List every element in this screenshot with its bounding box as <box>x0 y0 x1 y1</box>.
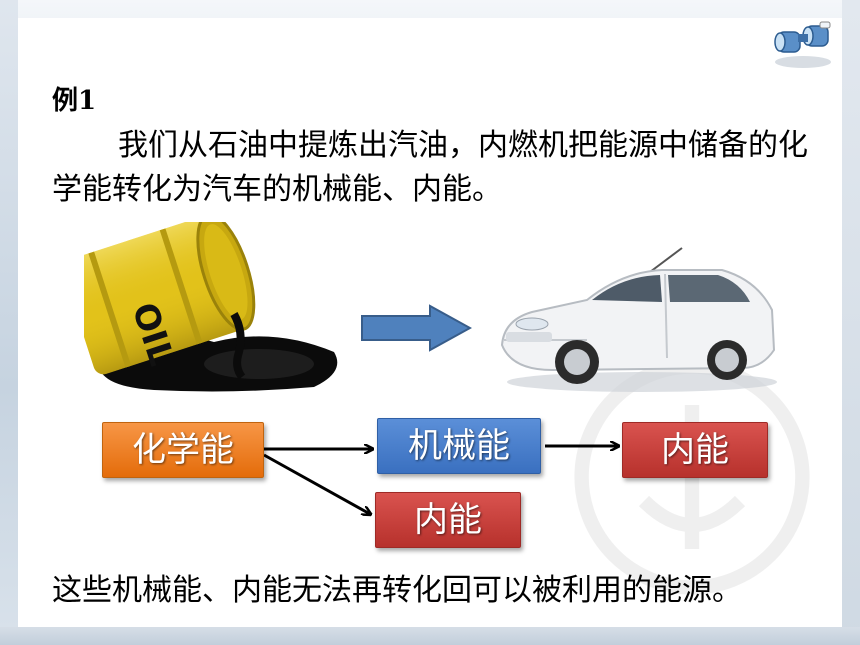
mechanical-energy-box: 机械能 <box>377 418 541 474</box>
chemical-energy-box: 化学能 <box>102 422 264 478</box>
example-paragraph: 我们从石油中提炼出汽油，内燃机把能源中储备的化学能转化为汽车的机械能、内能。 <box>52 128 808 207</box>
binoculars-icon <box>774 21 831 68</box>
background-bottom <box>0 627 860 645</box>
background-right <box>842 0 860 645</box>
conclusion-text: 这些机械能、内能无法再转化回可以被利用的能源。 <box>52 573 742 608</box>
internal-energy-box-top: 内能 <box>622 422 768 478</box>
background-left <box>0 0 18 645</box>
example-title: 例1 <box>52 86 97 116</box>
big-right-arrow-icon <box>361 304 472 352</box>
oil-barrel-image: OIL <box>84 222 346 394</box>
car-image <box>500 247 777 392</box>
internal-energy-box-bottom: 内能 <box>375 492 521 548</box>
